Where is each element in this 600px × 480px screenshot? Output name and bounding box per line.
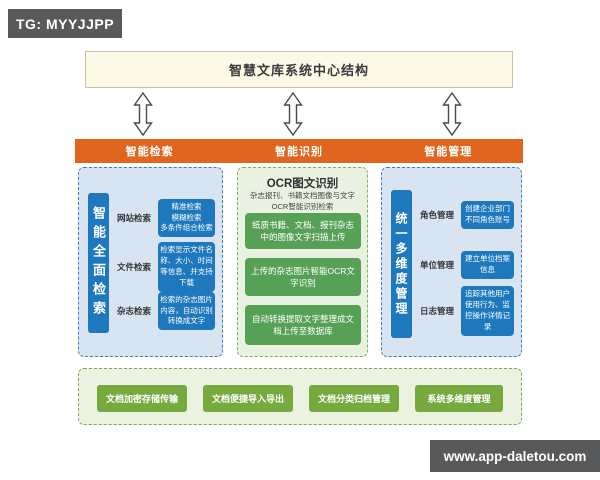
row-label: 杂志检索 xyxy=(117,306,152,316)
manage-row-unit: 单位管理 建立单位档案信息 xyxy=(420,248,514,282)
feature-box: 创建企业部门不同角色账号 xyxy=(461,201,514,229)
ocr-panel-subtitle: 杂志报刊、书籍文档图像与文字OCR智能识别检索 xyxy=(250,191,355,212)
row-label: 角色管理 xyxy=(420,210,455,220)
feature-box: 检索显示文件名称、大小、时间等信息、并支持下载 xyxy=(158,242,215,292)
feature-box: 纸质书籍、文档、报刊杂志中的图像文字扫描上传 xyxy=(245,213,361,249)
ocr-panel-title: OCR图文识别 xyxy=(266,178,339,190)
panel-multi-dimension-management: 统一多维度管理 角色管理 创建企业部门不同角色账号 单位管理 建立单位档案信息 … xyxy=(381,167,522,357)
capabilities-strip: 文档加密存储传输 文档便捷导入导出 文档分类归档管理 系统多维度管理 xyxy=(78,368,522,425)
double-arrow-icon xyxy=(442,92,462,136)
layer-label-recognition: 智能识别 xyxy=(274,146,323,158)
double-arrow-icon xyxy=(133,92,153,136)
pillar-smart-full-search: 智能全面检索 xyxy=(88,193,109,333)
manage-row-log: 日志管理 追踪其他用户使用行为、监控操作详情记录 xyxy=(420,286,514,336)
watermark-badge-bottom-right: www.app-daletou.com xyxy=(430,440,600,472)
capability-box-import-export: 文档便捷导入导出 xyxy=(202,385,293,412)
capability-box-classify-archive: 文档分类归档管理 xyxy=(308,385,399,412)
row-label: 日志管理 xyxy=(420,306,455,316)
layer-label-search: 智能检索 xyxy=(125,146,174,158)
row-label: 文件检索 xyxy=(117,262,152,272)
capability-box-encrypted-storage: 文档加密存储传输 xyxy=(96,385,187,412)
manage-row-role: 角色管理 创建企业部门不同角色账号 xyxy=(420,194,514,236)
diagram-title-box: 智慧文库系统中心结构 xyxy=(85,51,513,88)
panel-ocr-recognition: OCR图文识别 杂志报刊、书籍文档图像与文字OCR智能识别检索 纸质书籍、文档、… xyxy=(237,167,368,357)
double-arrow-icon xyxy=(283,92,303,136)
search-row-website: 网站检索 精准检索 模糊检索 多条件组合检索 xyxy=(117,194,215,242)
feature-box: 检索的杂志图片内容，自动识别转换成文字 xyxy=(158,291,215,331)
feature-box: 追踪其他用户使用行为、监控操作详情记录 xyxy=(461,286,514,336)
capability-box-system-multidim: 系统多维度管理 xyxy=(414,385,503,412)
row-label: 单位管理 xyxy=(420,260,455,270)
row-label: 网站检索 xyxy=(117,213,152,223)
feature-box: 建立单位档案信息 xyxy=(461,251,514,279)
search-row-magazine: 杂志检索 检索的杂志图片内容，自动识别转换成文字 xyxy=(117,291,215,331)
page-title: 智慧文库系统中心结构 xyxy=(228,63,369,78)
feature-box: 自动转换提取文字整理成文档上传至数据库 xyxy=(245,305,361,345)
feature-box: 精准检索 模糊检索 多条件组合检索 xyxy=(158,198,215,238)
panel-smart-search: 智能全面检索 网站检索 精准检索 模糊检索 多条件组合检索 文件检索 检索显示文… xyxy=(78,167,223,357)
watermark-badge-top-left: TG: MYYJJPP xyxy=(8,9,122,38)
pillar-unified-management: 统一多维度管理 xyxy=(391,190,412,338)
layer-header-bar: 智能检索 智能识别 智能管理 xyxy=(75,139,523,163)
feature-box: 上传的杂志图片智能OCR文字识别 xyxy=(245,258,361,296)
layer-label-management: 智能管理 xyxy=(424,146,473,158)
search-row-file: 文件检索 检索显示文件名称、大小、时间等信息、并支持下载 xyxy=(117,242,215,292)
